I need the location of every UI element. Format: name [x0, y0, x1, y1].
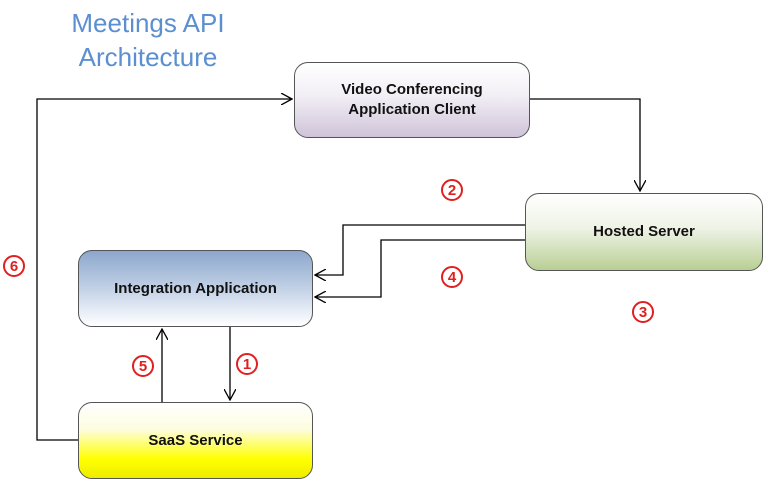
arrow-hosted-server-to-integration-lower — [315, 239, 525, 297]
hosted-server-node: Hosted Server — [525, 193, 763, 271]
step-marker-3: 3 — [632, 301, 654, 323]
saas-service-label: SaaS Service — [148, 431, 243, 449]
step-marker-5: 5 — [132, 355, 154, 377]
integration-application-node: Integration Application — [78, 250, 313, 327]
arrow-hosted-server-to-integration-upper — [315, 224, 525, 275]
saas-service-node: SaaS Service — [78, 402, 313, 479]
integration-application-label: Integration Application — [114, 279, 277, 297]
arrow-saas-to-video-client — [36, 99, 292, 441]
video-conferencing-client-label: Video Conferencing Application Client — [341, 81, 483, 118]
video-conferencing-client-node: Video Conferencing Application Client — [294, 62, 530, 138]
step-marker-6: 6 — [3, 255, 25, 277]
arrow-video-client-to-hosted-server — [530, 98, 640, 191]
step-marker-2: 2 — [441, 179, 463, 201]
hosted-server-label: Hosted Server — [593, 223, 695, 240]
diagram-title: Meetings API Architecture — [71, 8, 225, 72]
step-marker-4: 4 — [441, 266, 463, 288]
step-marker-1: 1 — [236, 353, 258, 375]
